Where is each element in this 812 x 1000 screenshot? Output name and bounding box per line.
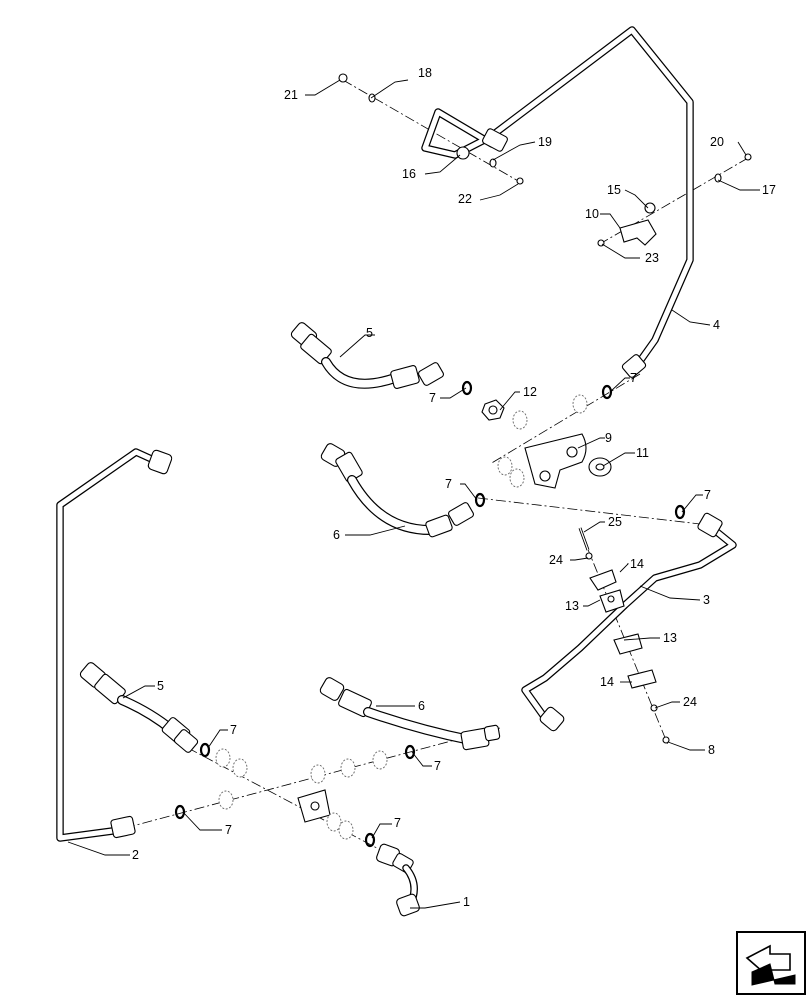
tube-3: [521, 512, 737, 732]
callout-3: 3: [703, 593, 710, 607]
callout-7-g: 7: [225, 823, 232, 837]
bracket-lower: [297, 789, 331, 823]
o-rings: [174, 380, 686, 848]
hose-5-upper: [290, 322, 444, 389]
nut-12: [481, 399, 505, 421]
callout-5-upper: 5: [366, 326, 373, 340]
callout-21: 21: [284, 88, 298, 102]
clip-assembly-top: [338, 73, 752, 185]
tube-4: [421, 26, 694, 378]
clamp-lower: [613, 633, 657, 689]
callout-6-upper: 6: [333, 528, 340, 542]
callout-7-b: 7: [630, 371, 637, 385]
callout-22: 22: [458, 192, 472, 206]
callout-20: 20: [710, 135, 724, 149]
callouts: 1 2 3 4 5 5 6 6 7 7 7 7 7 7 7 7 8 9 10 1…: [132, 66, 776, 909]
callout-7-c: 7: [445, 477, 452, 491]
callout-7-f: 7: [434, 759, 441, 773]
navigation-arrow-icon[interactable]: [736, 931, 806, 995]
callout-11: 11: [636, 446, 649, 460]
callout-8: 8: [708, 743, 715, 757]
callout-9: 9: [605, 431, 612, 445]
tube-2: [56, 448, 173, 842]
callout-24-b: 24: [683, 695, 697, 709]
tube-1: [376, 843, 420, 917]
callout-23: 23: [645, 251, 659, 265]
callout-7-h: 7: [394, 816, 401, 830]
callout-7-e: 7: [230, 723, 237, 737]
callout-24-a: 24: [549, 553, 563, 567]
washer-11: [588, 457, 612, 477]
hose-6-upper: [320, 443, 474, 538]
callout-12: 12: [523, 385, 537, 399]
callout-25: 25: [608, 515, 622, 529]
callout-16: 16: [402, 167, 416, 181]
callout-19: 19: [538, 135, 552, 149]
callout-6-lower: 6: [418, 699, 425, 713]
seal-washers: [215, 394, 588, 840]
callout-15: 15: [607, 183, 621, 197]
callout-14-a: 14: [630, 557, 644, 571]
callout-7-a: 7: [429, 391, 436, 405]
callout-14-b: 14: [600, 675, 614, 689]
callout-1: 1: [463, 895, 470, 909]
clip-assembly-top-right: [597, 202, 657, 247]
clamp-upper: [589, 569, 625, 613]
callout-17: 17: [762, 183, 776, 197]
callout-5-lower: 5: [157, 679, 164, 693]
callout-13-b: 13: [663, 631, 677, 645]
callout-13-a: 13: [565, 599, 579, 613]
callout-7-d: 7: [704, 488, 711, 502]
callout-4: 4: [713, 318, 720, 332]
assembly-axes: [124, 79, 749, 856]
callout-18: 18: [418, 66, 432, 80]
bracket-9: [524, 433, 587, 489]
callout-2: 2: [132, 848, 139, 862]
hose-6-lower: [319, 677, 501, 751]
callout-10: 10: [585, 207, 599, 221]
leader-lines: [67, 79, 760, 909]
hose-5-lower: [79, 662, 199, 753]
bolt-25: [578, 527, 670, 744]
